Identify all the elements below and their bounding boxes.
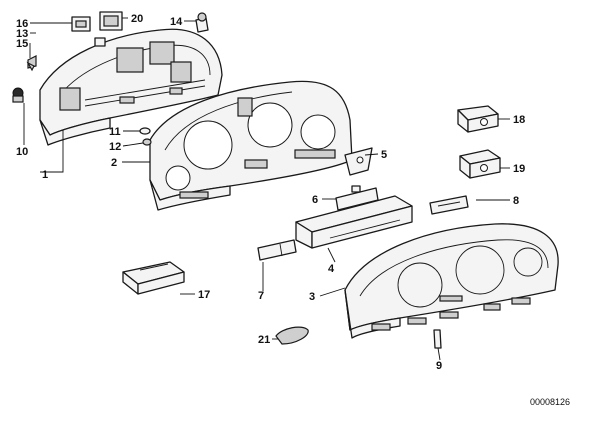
document-number: 00008126 bbox=[530, 397, 570, 407]
part-1-circuit-housing[interactable] bbox=[39, 28, 223, 146]
part-17-control-unit[interactable] bbox=[122, 261, 185, 295]
part-14-lamp-socket[interactable] bbox=[195, 12, 209, 33]
callout-16: 16 bbox=[16, 18, 28, 30]
callout-17: 17 bbox=[198, 289, 210, 301]
callout-8: 8 bbox=[513, 195, 519, 207]
callout-2: 2 bbox=[111, 157, 117, 169]
part-8-connector-strip[interactable] bbox=[429, 195, 469, 215]
callout-18: 18 bbox=[513, 114, 525, 126]
callout-3: 3 bbox=[309, 291, 315, 303]
part-6-display-support[interactable] bbox=[335, 185, 379, 211]
callout-11: 11 bbox=[109, 126, 121, 138]
part-16-connector-clip[interactable] bbox=[71, 16, 91, 32]
part-10-bulb-holder[interactable] bbox=[12, 87, 24, 103]
callout-4: 4 bbox=[328, 263, 335, 275]
callout-6: 6 bbox=[312, 194, 318, 206]
part-19-plug-connector[interactable] bbox=[459, 149, 501, 179]
callout-1: 1 bbox=[42, 169, 48, 181]
callout-10: 10 bbox=[16, 146, 28, 158]
callout-7: 7 bbox=[258, 290, 264, 302]
callout-5: 5 bbox=[381, 149, 387, 161]
callout-15: 15 bbox=[16, 38, 28, 50]
part-20-connector-housing[interactable] bbox=[99, 11, 123, 31]
part-2-cluster-housing[interactable] bbox=[149, 80, 353, 211]
callout-13: 13 bbox=[16, 28, 28, 40]
part-18-plug-connector[interactable] bbox=[457, 105, 499, 133]
part-11-bulb[interactable] bbox=[139, 127, 151, 135]
part-7-flat-strip[interactable] bbox=[257, 239, 297, 261]
part-9-pin[interactable] bbox=[433, 329, 442, 349]
callout-9: 9 bbox=[436, 360, 442, 372]
part-15-screw[interactable] bbox=[26, 61, 35, 72]
callout-labels: 1 2 3 4 5 6 7 8 9 10 11 12 13 14 15 16 1… bbox=[16, 13, 525, 372]
callout-21: 21 bbox=[258, 334, 270, 346]
callout-20: 20 bbox=[131, 13, 143, 25]
part-3-front-lens[interactable] bbox=[344, 223, 559, 339]
callout-14: 14 bbox=[170, 16, 183, 28]
part-21-cover-plate[interactable] bbox=[275, 326, 309, 345]
leader-lines bbox=[23, 17, 510, 361]
part-12-bulb-socket[interactable] bbox=[142, 138, 152, 146]
callout-19: 19 bbox=[513, 163, 525, 175]
callout-12: 12 bbox=[109, 141, 121, 153]
